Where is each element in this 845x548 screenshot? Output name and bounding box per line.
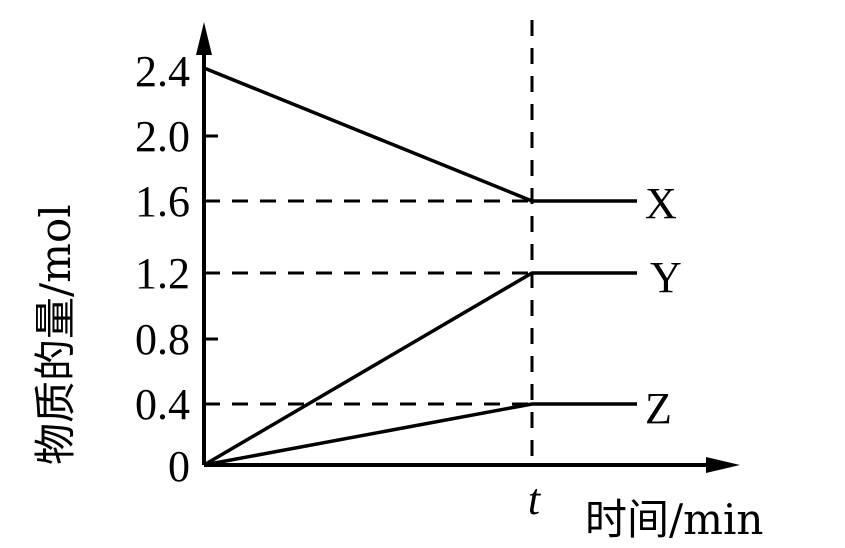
y-tick-0.4: 0.4 [135, 380, 190, 429]
series-y-label: Y [650, 253, 682, 302]
series-z-label: Z [645, 384, 672, 433]
series-lines [203, 66, 637, 467]
x-tick-t: t [528, 475, 542, 524]
x-axis-title: 时间/min [585, 495, 763, 544]
y-axis-title: 物质的量/mol [31, 204, 80, 465]
series-x-line [203, 66, 637, 203]
y-tick-1.2: 1.2 [135, 249, 190, 298]
y-tick-2.0: 2.0 [135, 112, 190, 161]
y-tick-labels: 0 0.4 0.8 1.2 1.6 2.0 2.4 [135, 47, 190, 491]
y-ticks [204, 134, 218, 341]
y-tick-0: 0 [168, 442, 190, 491]
y-tick-1.6: 1.6 [135, 177, 190, 226]
x-axis-arrow-icon [706, 457, 740, 473]
series-z-line [203, 402, 637, 467]
series-x-label: X [645, 179, 677, 228]
axes [196, 22, 740, 473]
series-y-line [203, 271, 637, 467]
y-axis-arrow-icon [196, 22, 212, 55]
dashed-guides [204, 20, 534, 465]
y-tick-0.8: 0.8 [135, 315, 190, 364]
y-tick-2.4: 2.4 [135, 47, 190, 96]
